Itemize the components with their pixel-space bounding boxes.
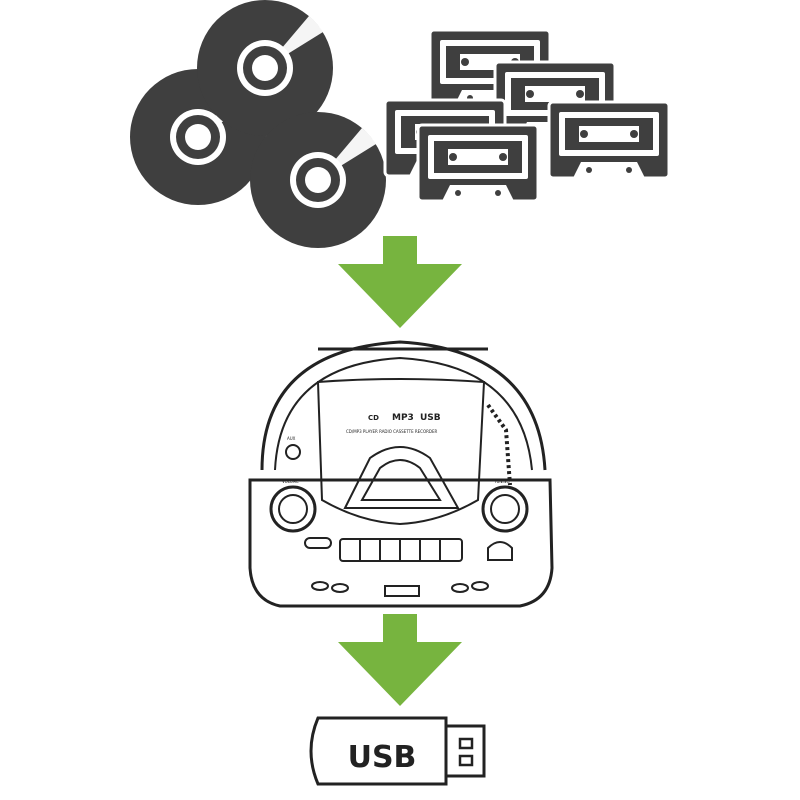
cassette-tape-icon [416, 123, 540, 203]
arrow-down-icon [338, 614, 462, 706]
cd-disc-icon [250, 112, 386, 248]
tuning-label: TUNING [493, 479, 510, 484]
arrow-down-icon [338, 236, 462, 328]
boombox-tagline: CD/MP3 PLAYER RADIO CASSETTE RECORDER [346, 429, 437, 434]
cassette-tape-icon [547, 100, 671, 180]
cassette-stack [383, 28, 671, 203]
usb-drive-icon: USB [309, 716, 486, 786]
boombox-icon [248, 340, 554, 608]
cd-stack [130, 0, 386, 248]
aux-label: AUX [287, 436, 296, 441]
usb-logo: USB [420, 413, 441, 423]
usb-label: USB [348, 740, 417, 775]
cd-logo: CD [368, 414, 379, 422]
mp3-logo: MP3 [392, 413, 414, 423]
volume-label: VOLUME [282, 479, 299, 484]
